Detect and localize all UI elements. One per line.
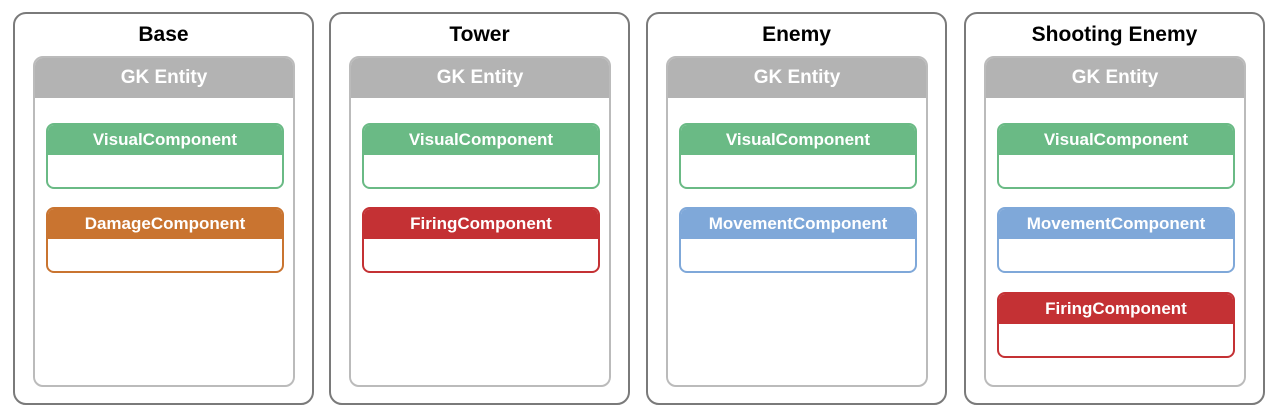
visual-component-box: VisualComponent <box>362 123 600 189</box>
panel-tower: Tower GK Entity VisualComponent FiringCo… <box>329 12 630 405</box>
movement-component-box: MovementComponent <box>997 207 1235 273</box>
gk-entity-box: GK Entity VisualComponent DamageComponen… <box>33 56 295 387</box>
gk-entity-header: GK Entity <box>35 58 293 98</box>
panel-title: Tower <box>449 23 510 46</box>
panel-title: Enemy <box>762 23 831 46</box>
panel-shooting-enemy: Shooting Enemy GK Entity VisualComponent… <box>964 12 1265 405</box>
firing-component-box: FiringComponent <box>997 292 1235 358</box>
gk-entity-box: GK Entity VisualComponent MovementCompon… <box>666 56 928 387</box>
component-label: DamageComponent <box>48 209 282 239</box>
component-label: VisualComponent <box>48 125 282 155</box>
component-label: VisualComponent <box>999 125 1233 155</box>
component-label: MovementComponent <box>999 209 1233 239</box>
visual-component-box: VisualComponent <box>997 123 1235 189</box>
damage-component-box: DamageComponent <box>46 207 284 273</box>
component-label: FiringComponent <box>999 294 1233 324</box>
gk-entity-box: GK Entity VisualComponent MovementCompon… <box>984 56 1246 387</box>
movement-component-box: MovementComponent <box>679 207 917 273</box>
gk-entity-header: GK Entity <box>668 58 926 98</box>
panel-title: Base <box>138 23 189 46</box>
gk-entity-header: GK Entity <box>986 58 1244 98</box>
panel-title: Shooting Enemy <box>1031 23 1198 46</box>
firing-component-box: FiringComponent <box>362 207 600 273</box>
panel-enemy: Enemy GK Entity VisualComponent Movement… <box>646 12 947 405</box>
panel-base: Base GK Entity VisualComponent DamageCom… <box>13 12 314 405</box>
gk-entity-header: GK Entity <box>351 58 609 98</box>
visual-component-box: VisualComponent <box>679 123 917 189</box>
component-label: VisualComponent <box>364 125 598 155</box>
visual-component-box: VisualComponent <box>46 123 284 189</box>
component-label: VisualComponent <box>681 125 915 155</box>
component-label: MovementComponent <box>681 209 915 239</box>
component-label: FiringComponent <box>364 209 598 239</box>
gk-entity-box: GK Entity VisualComponent FiringComponen… <box>349 56 611 387</box>
